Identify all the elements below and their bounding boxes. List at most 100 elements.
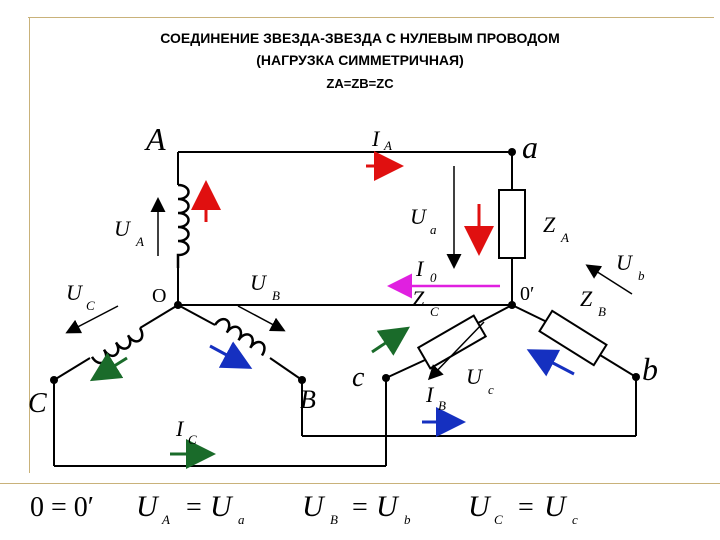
svg-text:B: B	[330, 512, 338, 527]
svg-text:U: U	[616, 250, 634, 275]
label-Uc: U c	[466, 364, 494, 397]
impedance-Zc	[416, 314, 488, 370]
node-dot-c	[382, 374, 390, 382]
svg-text:A: A	[161, 512, 170, 527]
title-line-1: СОЕДИНЕНИЕ ЗВЕЗДА-ЗВЕЗДА С НУЛЕВЫМ ПРОВО…	[160, 30, 560, 46]
node-label-c: c	[352, 362, 365, 393]
node-dot-a	[508, 148, 516, 156]
svg-text:c: c	[572, 512, 578, 527]
label-Zc: Z C	[412, 286, 439, 319]
svg-text:U: U	[544, 490, 568, 523]
arrow-source-B-blue	[209, 341, 253, 369]
svg-text:I: I	[425, 382, 435, 407]
impedance-Zb	[538, 309, 608, 367]
label-IC: I C	[175, 416, 197, 447]
frame-left-line	[29, 17, 30, 473]
svg-text:U: U	[136, 490, 160, 523]
svg-text:c: c	[488, 382, 494, 397]
svg-text:I: I	[175, 416, 185, 441]
label-UC: U C	[66, 280, 95, 313]
svg-text:I: I	[415, 256, 425, 281]
label-UB: U B	[250, 270, 280, 303]
node-dot-B	[298, 376, 306, 384]
wire-O-to-C-coil	[139, 304, 179, 329]
arrow-UC	[65, 305, 119, 334]
node-dot-C	[50, 376, 58, 384]
svg-text:U: U	[302, 490, 326, 523]
label-UA: U A	[114, 216, 144, 249]
svg-text:b: b	[638, 268, 645, 283]
svg-text:I: I	[371, 126, 381, 151]
title-line-2: (НАГРУЗКА СИММЕТРИЧНАЯ)	[256, 52, 464, 68]
wire-O-prime-to-Zb	[511, 304, 548, 323]
node-label-O-prime: 0′	[520, 283, 534, 305]
node-label-O: O	[152, 285, 166, 307]
svg-text:a: a	[238, 512, 245, 527]
svg-text:U: U	[66, 280, 84, 305]
svg-text:A: A	[560, 230, 569, 245]
wire-O-prime-to-Zc	[477, 304, 513, 324]
svg-text:C: C	[494, 512, 503, 527]
node-dot-O	[174, 301, 182, 309]
label-I0: I 0	[415, 256, 437, 285]
label-IB: I B	[425, 382, 446, 413]
svg-text:U: U	[410, 204, 428, 229]
svg-text:U: U	[376, 490, 400, 523]
svg-text:B: B	[272, 288, 280, 303]
svg-text:Z: Z	[543, 212, 556, 237]
label-IA: I A	[371, 126, 392, 153]
label-Za: Z A	[543, 212, 569, 245]
equation-UA-Ua: U A = U a	[136, 490, 245, 527]
title-line-3: ZA=ZB=ZC	[326, 76, 394, 91]
wire-B-coil-to-B	[269, 357, 303, 381]
node-label-b: b	[642, 351, 658, 387]
svg-text:=: =	[518, 492, 534, 523]
svg-text:B: B	[598, 304, 606, 319]
node-label-B: B	[300, 385, 316, 414]
equation-UC-Uc: U C = U c	[468, 490, 578, 527]
coil-A	[176, 183, 190, 268]
wire-C-coil-to-C	[53, 357, 91, 381]
svg-text:A: A	[135, 234, 144, 249]
svg-text:U: U	[210, 490, 234, 523]
svg-text:0: 0	[430, 270, 437, 285]
svg-text:U: U	[468, 490, 492, 523]
arrow-load-b-blue	[526, 349, 575, 377]
svg-text:=: =	[186, 492, 202, 523]
node-label-A: A	[144, 121, 166, 157]
label-Zb: Z B	[580, 286, 606, 319]
svg-text:C: C	[188, 432, 197, 447]
svg-text:Z: Z	[412, 286, 425, 311]
svg-text:C: C	[430, 304, 439, 319]
svg-text:=: =	[352, 492, 368, 523]
svg-text:U: U	[250, 270, 268, 295]
arrow-Uc	[427, 321, 485, 381]
svg-text:C: C	[86, 298, 95, 313]
label-Ua: U a	[410, 204, 437, 237]
svg-text:A: A	[383, 138, 392, 153]
wire-Zc-to-c	[385, 359, 426, 379]
svg-text:Z: Z	[580, 286, 593, 311]
svg-text:a: a	[430, 222, 437, 237]
frame-top-line	[28, 17, 714, 18]
coil-C	[90, 327, 144, 365]
arrow-Ub	[585, 264, 633, 295]
equation-0-equals-0prime: 0 = 0′	[30, 492, 94, 523]
svg-text:b: b	[404, 512, 411, 527]
node-label-C: C	[28, 388, 47, 419]
svg-text:U: U	[114, 216, 132, 241]
svg-text:U: U	[466, 364, 484, 389]
label-Ub: U b	[616, 250, 645, 283]
node-dot-O-prime	[508, 301, 516, 309]
arrow-source-C-green	[89, 352, 128, 382]
wire-Zb-to-b	[599, 354, 637, 378]
coil-B	[213, 317, 266, 357]
node-dot-b	[632, 373, 640, 381]
impedance-Za	[498, 189, 526, 259]
arrow-UB	[237, 305, 286, 332]
node-label-a: a	[522, 129, 538, 165]
arrow-load-c-green	[371, 326, 410, 356]
svg-text:B: B	[438, 398, 446, 413]
equation-UB-Ub: U B = U b	[302, 490, 411, 527]
